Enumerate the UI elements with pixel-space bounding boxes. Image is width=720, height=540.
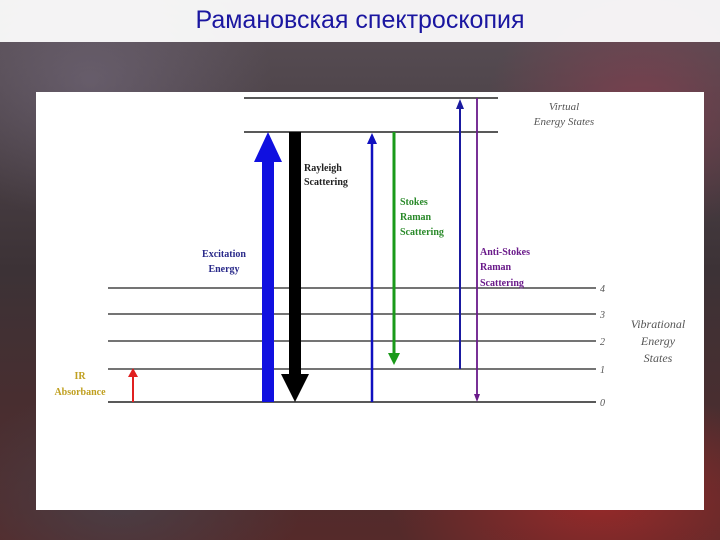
- level-number-2: 2: [600, 337, 605, 348]
- stokes-excitation-arrow-head: [367, 133, 377, 144]
- level-number-1: 1: [600, 365, 605, 376]
- vibrational-states-label-line3: States: [644, 351, 673, 365]
- virtual-states-label-line2: Energy States: [533, 116, 594, 128]
- anti-stokes-raman-arrow-head: [474, 394, 480, 402]
- slide-title: Рамановская спектроскопия: [195, 6, 525, 34]
- ir-label-line2: Absorbance: [54, 387, 106, 398]
- stokes-raman-arrow-head: [388, 353, 400, 365]
- anti-stokes-label-line3: Scattering: [480, 278, 524, 289]
- stokes-label-line1: Stokes: [400, 197, 428, 208]
- level-number-0: 0: [600, 398, 605, 409]
- rayleigh-arrow-shaft: [289, 132, 301, 376]
- anti-stokes-excitation-arrow-head: [456, 99, 464, 109]
- rayleigh-label-line2: Scattering: [304, 177, 348, 188]
- raman-energy-diagram: Virtual Energy States Rayleigh Scatterin…: [54, 97, 686, 409]
- diagram-panel: Virtual Energy States Rayleigh Scatterin…: [36, 92, 704, 510]
- virtual-states-label-line1: Virtual: [549, 101, 579, 113]
- excitation-label-line2: Energy: [208, 264, 239, 275]
- rayleigh-arrow-head: [281, 374, 309, 402]
- stokes-label-line2: Raman: [400, 212, 432, 223]
- excitation-arrow-head: [254, 132, 282, 162]
- excitation-label-line1: Excitation: [202, 249, 246, 260]
- level-number-3: 3: [599, 310, 605, 321]
- anti-stokes-label-line1: Anti-Stokes: [480, 247, 530, 258]
- vibrational-states-label-line2: Energy: [640, 334, 676, 348]
- rayleigh-label-line1: Rayleigh: [304, 163, 342, 174]
- level-number-4: 4: [600, 284, 605, 295]
- excitation-arrow-shaft: [262, 160, 274, 402]
- ir-label-line1: IR: [74, 371, 86, 382]
- ir-absorbance-arrow-head: [128, 368, 138, 377]
- title-band: [0, 0, 720, 42]
- stokes-label-line3: Scattering: [400, 227, 444, 238]
- vibrational-states-label-line1: Vibrational: [631, 317, 686, 331]
- anti-stokes-label-line2: Raman: [480, 262, 512, 273]
